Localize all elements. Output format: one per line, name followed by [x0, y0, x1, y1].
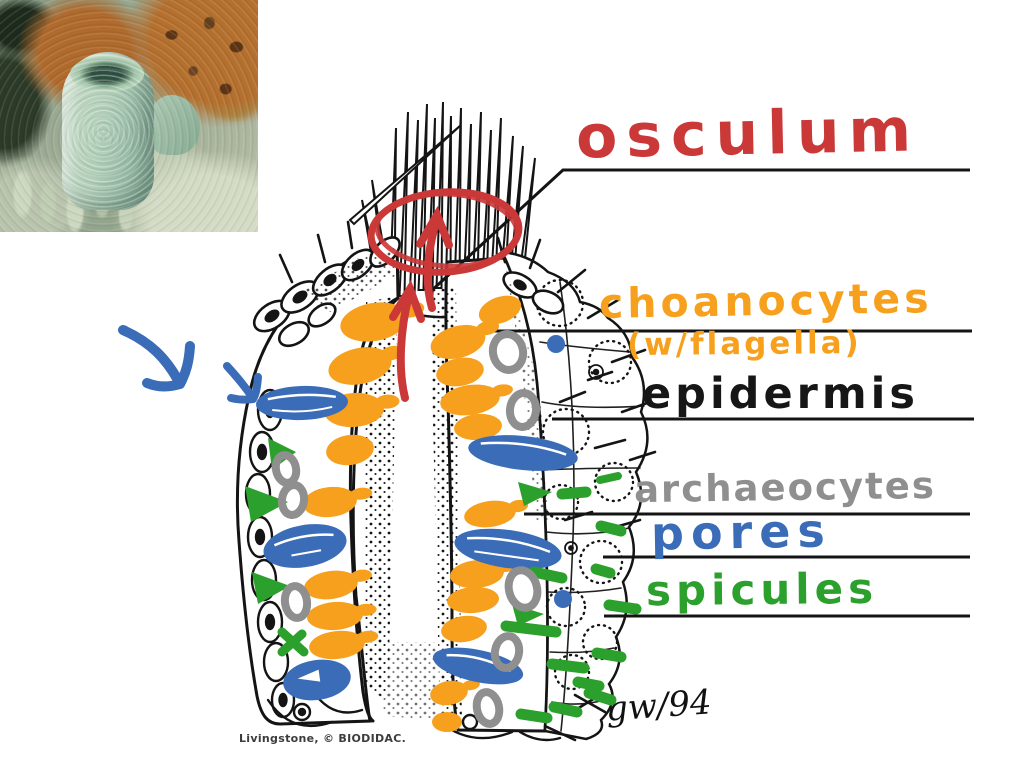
photo-orange-sponge-holes	[150, 5, 258, 125]
pore-dot	[547, 335, 565, 353]
epidermis-dotted-rims	[535, 278, 635, 691]
label-epidermis: epidermis	[642, 369, 919, 419]
label-spicules: spicules	[645, 563, 879, 616]
photo-coral-branches	[0, 148, 150, 232]
archaeocyte-rings-gray	[271, 330, 542, 728]
image-attribution: Livingstone, © BIODIDAC.	[239, 732, 407, 745]
osculum-circle-annotation-2	[374, 191, 520, 269]
pore-blobs-blue	[256, 335, 578, 701]
epidermis-nucleus-cells	[564, 364, 604, 555]
photo-tube-sponge	[62, 52, 154, 210]
epidermis-spicule-spikes	[543, 268, 657, 742]
pore-dot	[554, 590, 572, 608]
sponge-photo	[0, 0, 258, 232]
blue-inflow-arrows	[118, 325, 262, 404]
label-flagella-sub: (w/flagella)	[626, 324, 862, 364]
photo-sponge-fin	[148, 95, 200, 155]
label-archaeocytes: archaeocytes	[633, 463, 937, 512]
blue-inflow-arrow-small	[223, 362, 262, 404]
spicule-marks-green	[245, 438, 642, 724]
blue-inflow-arrow-large	[118, 325, 195, 392]
red-annotations	[367, 188, 523, 402]
label-choanocytes: choanocytes	[598, 274, 933, 328]
left-wall-inner-edge	[348, 296, 400, 723]
pointer-line-osculum	[428, 168, 970, 294]
label-osculum: osculum	[575, 95, 921, 173]
artist-signature: gw/94	[604, 682, 713, 730]
label-pointer-lines	[428, 168, 974, 618]
red-flow-arrow-lower	[389, 279, 425, 402]
red-flow-arrow-upper	[416, 205, 453, 312]
label-pores: pores	[650, 503, 833, 561]
